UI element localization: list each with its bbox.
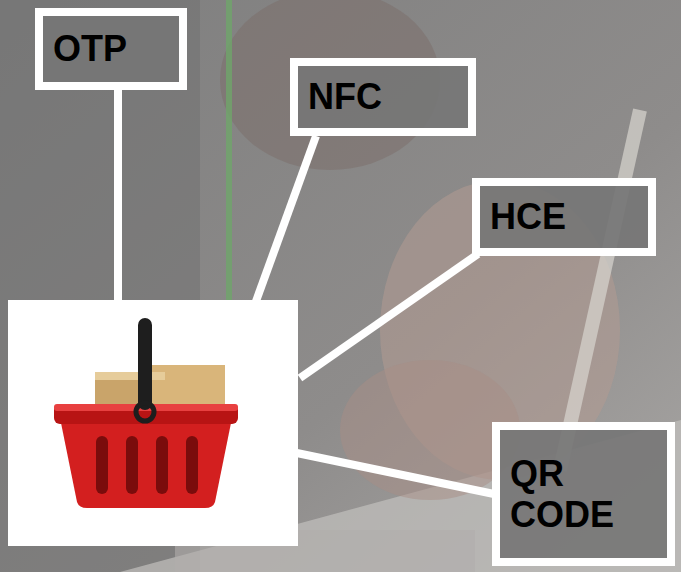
otp-box: OTP [35, 8, 187, 90]
leader-line [255, 136, 316, 304]
leader-line [114, 90, 122, 304]
hce-box: HCE [472, 178, 656, 256]
basket-slot [186, 436, 198, 494]
basket-body [60, 418, 232, 508]
qr-code-box: QR CODE [492, 422, 675, 566]
basket-slot [96, 436, 108, 494]
green-line [226, 0, 232, 300]
parcel-top [95, 372, 165, 380]
box-label: QR CODE [510, 453, 630, 536]
box-label: NFC [308, 76, 382, 117]
leader-line [300, 254, 478, 378]
leader-line [292, 452, 494, 494]
basket-slot [126, 436, 138, 494]
pen [560, 110, 640, 470]
basket-icon [54, 318, 238, 508]
nfc-box: NFC [290, 58, 476, 136]
basket-panel [8, 300, 298, 546]
box-label: OTP [53, 28, 127, 69]
basket-handle [138, 318, 152, 410]
basket-slot [156, 436, 168, 494]
box-label: HCE [490, 196, 566, 237]
handle-ring [136, 403, 154, 421]
